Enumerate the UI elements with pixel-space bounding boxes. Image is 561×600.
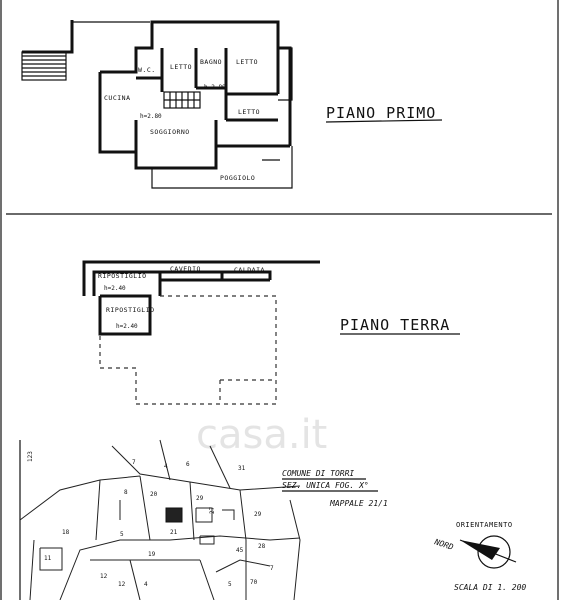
comune-label: COMUNE DI TORRI — [282, 469, 354, 478]
room-ripostiglio-1: RIPOSTIGLIO — [98, 272, 147, 280]
parcel-123: 123 — [27, 451, 34, 462]
parcel-45: 45 — [236, 547, 244, 554]
parcel-20: 20 — [150, 491, 158, 498]
room-cucina: CUCINA — [104, 94, 130, 102]
cadastral-map: 123 7 4 6 31 8 20 29 27 21 29 18 5 19 45… — [19, 439, 388, 600]
parcel-31: 31 — [238, 465, 246, 472]
orientation-label: ORIENTAMENTO — [456, 521, 513, 529]
map-line-8 — [189, 481, 195, 541]
parcel-29a: 29 — [196, 495, 204, 502]
map-line-11 — [29, 539, 35, 600]
parcel-21: 21 — [170, 529, 178, 536]
room-wc: W.C. — [138, 66, 156, 74]
ground-floor-plan: RIPOSTIGLIO CAVEDIO CALDAIA h=2.40 RIPOS… — [82, 260, 460, 405]
map-line-10 — [289, 499, 301, 600]
stair-hatch-lines — [22, 55, 66, 77]
map-parcel-box — [39, 547, 63, 571]
map-line-15 — [215, 559, 271, 573]
map-building-4 — [222, 509, 235, 520]
parcel-70: 70 — [250, 579, 258, 586]
map-line-9 — [239, 489, 247, 600]
scale-label: SCALA DI 1. 200 — [454, 583, 526, 592]
map-line-14 — [199, 559, 215, 600]
first-floor-title-underline — [325, 119, 443, 123]
height-label-b: h=2.80 — [140, 113, 162, 120]
map-building-2 — [195, 507, 213, 523]
parcel-4: 4 — [164, 463, 168, 470]
map-line-3 — [159, 439, 171, 481]
parcel-5b: 5 — [228, 581, 232, 588]
ground-dashed-outline — [99, 295, 277, 405]
sezione-label: SEZ. UNICA FOG. X° — [282, 481, 369, 490]
ground-north-wall — [82, 260, 320, 296]
room-letto-2: LETTO — [236, 58, 258, 66]
parcel-8: 8 — [124, 489, 128, 496]
ground-height-a: h=2.40 — [104, 285, 126, 292]
first-floor-plan: LETTO BAGNO LETTO W.C. CUCINA h=2.80 h=2… — [21, 20, 443, 189]
watermark: casa.it — [196, 412, 327, 458]
parcel-12a: 12 — [100, 573, 108, 580]
ripostiglio-2-walls — [98, 294, 152, 336]
parcel-6: 6 — [186, 461, 190, 468]
parcel-29b: 29 — [254, 511, 262, 518]
staircase — [163, 91, 201, 109]
north-arrow-icon — [460, 540, 500, 560]
room-soggiorno: SOGGIORNO — [150, 128, 190, 136]
terrace-wall — [22, 20, 74, 54]
map-line-13 — [129, 559, 141, 600]
east-ledge — [278, 47, 293, 101]
map-line-4 — [209, 445, 231, 489]
map-line-7 — [139, 475, 151, 541]
room-letto-3: LETTO — [238, 108, 260, 116]
parcel-18: 18 — [62, 529, 70, 536]
orientation-block: ORIENTAMENTO NORD SCALA DI 1. 200 — [432, 521, 526, 592]
parcel-7: 7 — [132, 459, 136, 466]
room-poggiolo: POGGIOLO — [220, 174, 255, 182]
ground-height-b: h=2.40 — [116, 323, 138, 330]
map-road-5 — [59, 535, 301, 600]
parcel-27: 27 — [209, 506, 216, 514]
map-building-subject — [165, 507, 183, 523]
map-building-3 — [199, 535, 215, 545]
map-road-1 — [19, 475, 141, 521]
ground-inner-wall — [92, 270, 272, 296]
map-line-6 — [95, 479, 101, 541]
room-letto-1: LETTO — [170, 63, 192, 71]
poggiolo-outline — [151, 146, 293, 189]
north-label: NORD — [432, 537, 454, 552]
parcel-19: 19 — [148, 551, 156, 558]
parcel-11: 11 — [44, 555, 52, 562]
ground-floor-title: PIANO TERRA — [340, 316, 450, 334]
parcel-5: 5 — [120, 531, 124, 538]
room-bagno: BAGNO — [200, 58, 222, 66]
compass-circle — [477, 535, 511, 569]
room-cavedio: CAVEDIO — [170, 265, 201, 273]
parcel-28: 28 — [258, 543, 266, 550]
height-label-a: h=2.80 — [204, 84, 226, 91]
room-caldaia: CALDAIA — [234, 266, 265, 274]
parcel-4b: 4 — [144, 581, 148, 588]
mappale-label: MAPPALE 21/1 — [329, 499, 388, 508]
first-floor-title: PIANO PRIMO — [326, 104, 436, 122]
parcel-12b: 12 — [118, 581, 126, 588]
parcel-7b: 7 — [270, 565, 274, 572]
room-ripostiglio-2: RIPOSTIGLIO — [106, 306, 155, 314]
